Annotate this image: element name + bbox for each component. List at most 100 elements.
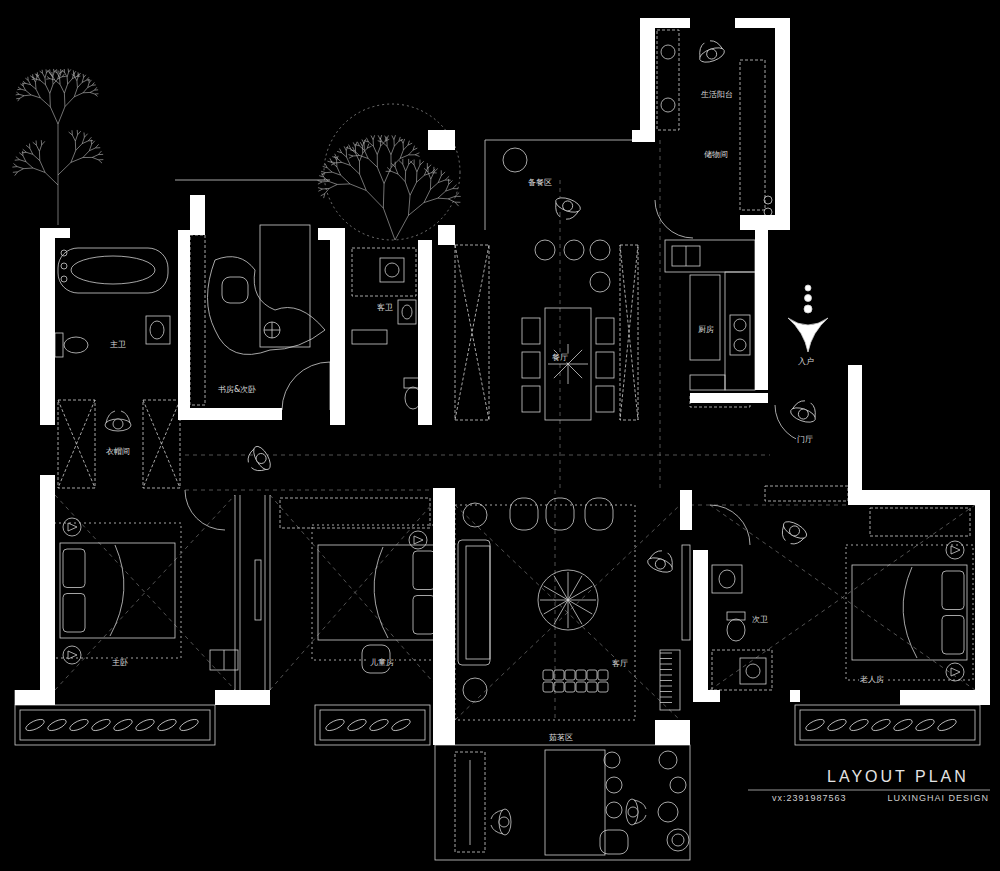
ottoman [598,670,608,680]
person-figure [105,411,131,431]
wall [418,240,432,425]
lamp-symbol [951,668,960,676]
tree-branch [321,173,325,175]
wall [680,490,692,530]
tree-branch [19,94,24,95]
tree-branch [438,198,448,200]
guide-line [710,505,975,690]
wall [215,690,270,705]
tree-branch [408,195,410,215]
room-label: 主卧 [111,659,129,668]
plant [667,829,689,851]
piano-key [660,702,672,703]
tree-branch [352,147,354,151]
tree-branch [89,80,91,83]
room-label: 储物间 [703,151,729,160]
pillow [413,596,435,635]
shower-head [385,263,399,277]
table-pattern [568,586,592,600]
person-arms [696,38,723,57]
tree-branch [78,73,80,76]
tree-branch [380,140,381,147]
person-head [499,817,509,827]
tree-branch [47,76,50,78]
toilet-tank [55,333,63,357]
tree-branch [428,167,429,172]
shower-head-box [740,658,766,684]
bar-stool [564,240,584,260]
tree-branch [431,169,435,173]
tree-branch [373,140,374,147]
piano-key [660,669,672,670]
bathtub [58,248,168,293]
furniture-line [272,322,273,338]
person-head [628,807,638,817]
pillow [63,549,85,588]
piano-key [660,686,672,687]
entry-dot [805,285,811,291]
ottoman [565,670,575,680]
outline-line [485,140,640,141]
cabinet [143,400,180,488]
tree-branch [83,157,92,158]
room-label: 入户 [797,358,815,367]
tree-branch [75,135,77,141]
partition [265,495,266,690]
plant [672,834,684,846]
tree-branch [38,76,40,80]
piano-key [660,680,672,681]
ottoman [554,670,564,680]
tree-branch [75,141,76,150]
tree-branch [416,175,424,182]
wall [433,488,455,745]
tree-branch [65,73,67,77]
lamp-symbol [68,651,77,659]
tree-branch [398,174,405,182]
cabinet [58,400,95,488]
sink-basin [719,570,735,588]
wall [40,228,70,238]
sliding-door [255,560,261,620]
tree-branch [92,141,95,145]
furniture-line [224,650,225,670]
planter-leaf [368,717,390,733]
sink-basin [402,305,412,319]
room-label: 儿童房 [369,659,395,668]
tree-branch [395,167,398,174]
tree-branch [58,124,59,150]
title-rule [748,790,990,791]
tree-branch [355,151,360,155]
dining-chair [596,386,614,412]
room-label: 客卫 [376,304,394,313]
tree-branch [336,160,337,167]
dining-chair [596,352,614,378]
blanket-fold [903,567,917,658]
cabinet [455,752,485,852]
door-swing [710,505,750,545]
tree-branch [414,165,417,172]
tree-branch [337,183,350,184]
wall [693,550,708,690]
tree-branch [359,153,362,162]
table-decor [568,364,588,365]
toilet-bowl [727,619,745,641]
tree-branch [90,90,94,92]
person-shoulders [250,444,273,473]
counter [725,272,755,390]
tree-branch [441,172,445,176]
tree-branch [394,135,396,139]
cabinet-cross [455,245,489,420]
person-arms [106,411,130,423]
ottoman [598,682,608,692]
bar-stool [535,240,555,260]
planter-leaf [46,717,68,733]
cabinet [455,245,489,420]
balcony-outline [315,705,430,745]
tree-branch [37,72,38,76]
tree-branch [392,135,394,139]
person-arms [649,548,676,567]
planter-leaf [90,717,112,733]
room-label: 厨房 [697,326,715,335]
bar-stool [590,240,610,260]
